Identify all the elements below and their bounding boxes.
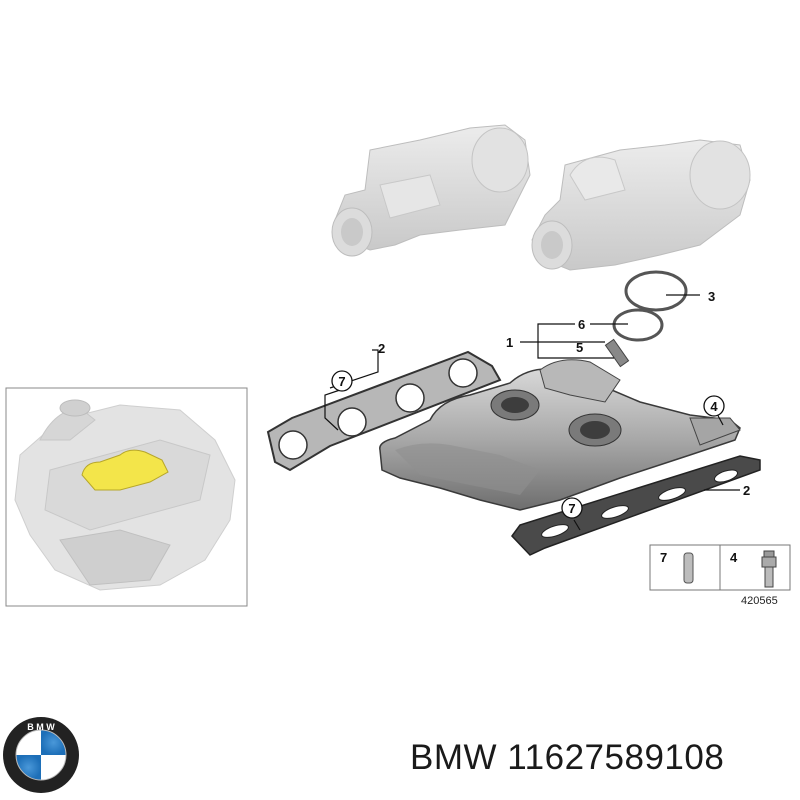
exhaust-manifold bbox=[379, 359, 741, 511]
callout-6: 6 bbox=[578, 317, 585, 332]
callout-2-left: 2 bbox=[378, 341, 385, 356]
svg-text:B M W: B M W bbox=[27, 722, 55, 732]
engine-overview-inset bbox=[5, 387, 248, 607]
svg-text:2: 2 bbox=[743, 483, 750, 498]
callout-2-right: 2 bbox=[743, 483, 750, 498]
svg-text:6: 6 bbox=[578, 317, 585, 332]
bolt-5 bbox=[604, 338, 630, 368]
parts-legend: 7 4 420565 bbox=[649, 544, 791, 607]
svg-text:7: 7 bbox=[568, 501, 575, 516]
part-number: 11627589108 bbox=[507, 738, 725, 777]
callout-3: 3 bbox=[708, 289, 715, 304]
svg-text:4: 4 bbox=[710, 399, 718, 414]
svg-text:3: 3 bbox=[708, 289, 715, 304]
dowel-pin-icon bbox=[683, 552, 694, 584]
stud-bolt-icon bbox=[761, 550, 777, 588]
turbocharger-left-ghost bbox=[331, 124, 531, 257]
svg-text:7: 7 bbox=[338, 374, 345, 389]
svg-text:7: 7 bbox=[660, 550, 667, 565]
svg-text:4: 4 bbox=[730, 550, 738, 565]
callout-4: 4 bbox=[703, 395, 725, 417]
callout-7-right: 7 bbox=[561, 497, 583, 519]
bmw-logo: B M W bbox=[3, 717, 79, 793]
svg-text:420565: 420565 bbox=[741, 595, 778, 607]
manifold-gasket-right bbox=[511, 455, 761, 556]
turbocharger-right-ghost bbox=[531, 139, 751, 271]
brand-part-number: BMW 11627589108 bbox=[410, 738, 790, 788]
svg-text:2: 2 bbox=[378, 341, 385, 356]
gasket-ring-6 bbox=[612, 308, 664, 342]
svg-text:1: 1 bbox=[506, 335, 513, 350]
callout-5: 5 bbox=[576, 340, 583, 355]
manifold-gasket-left bbox=[266, 350, 502, 472]
brand-name: BMW bbox=[410, 738, 498, 777]
highlighted-manifold bbox=[81, 449, 169, 491]
callout-1: 1 bbox=[506, 335, 513, 350]
leader-lines bbox=[324, 294, 740, 531]
gasket-ring-3 bbox=[624, 270, 688, 312]
svg-text:5: 5 bbox=[576, 340, 583, 355]
callout-7-left: 7 bbox=[331, 370, 353, 392]
